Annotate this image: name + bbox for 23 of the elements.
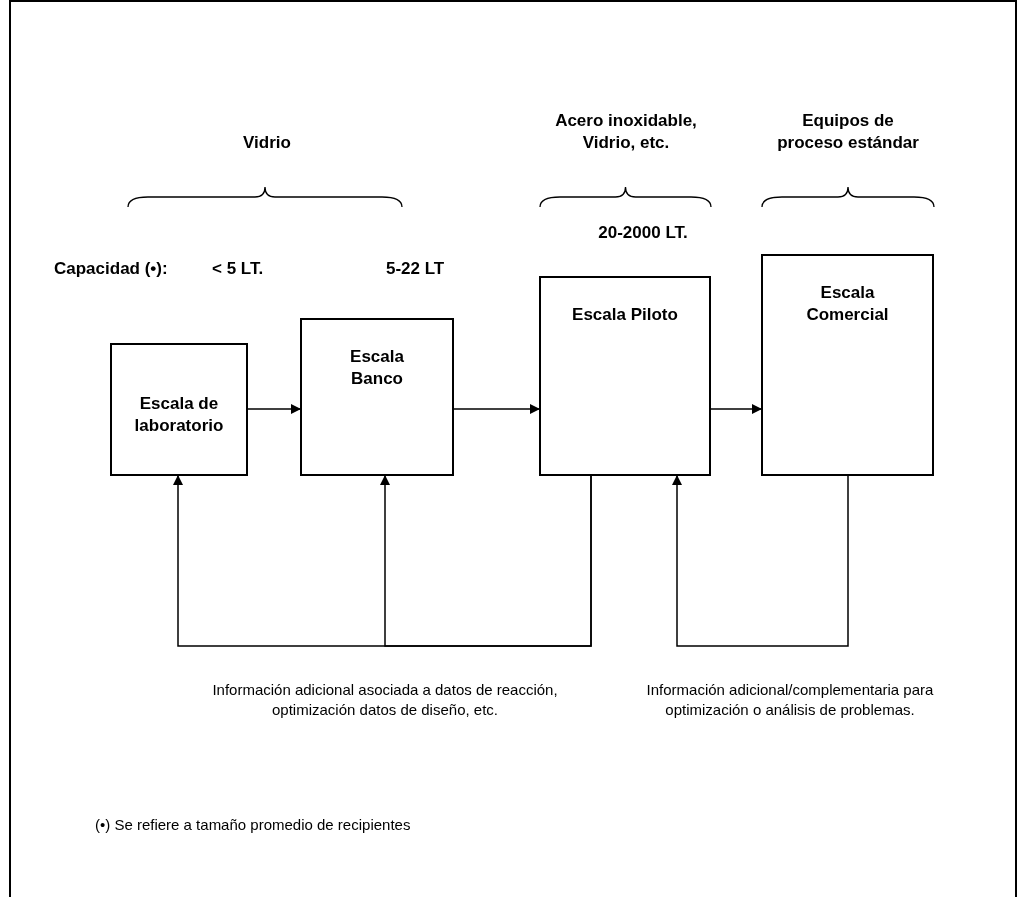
arrow xyxy=(453,404,540,414)
arrow xyxy=(672,475,849,647)
stage-label: Escala Banco xyxy=(349,346,405,390)
stage-label: Escala de laboratorio xyxy=(133,393,225,437)
note-text: (•) Se refiere a tamaño promedio de recipientes xyxy=(95,815,412,835)
material-label: < 5 LT. xyxy=(212,258,265,280)
note-text: Información adicional asociada a datos de reacción, optimización datos de diseño, etc. xyxy=(211,680,559,720)
material-label: 20-2000 LT. xyxy=(597,222,689,244)
stage-label: Escala Piloto xyxy=(572,304,678,326)
note-text: Información adicional/complementaria para optimización o análisis de problemas. xyxy=(645,680,935,720)
arrow xyxy=(710,404,762,414)
stage-box xyxy=(761,254,934,476)
stage-label: Escala Comercial xyxy=(805,282,890,326)
stage-box xyxy=(539,276,711,476)
arrow xyxy=(380,475,592,647)
stage-box xyxy=(300,318,454,476)
material-label: Capacidad (•): xyxy=(54,258,169,280)
material-label: 5-22 LT xyxy=(386,258,446,280)
material-label: Equipos de proceso estándar xyxy=(776,110,920,154)
arrow xyxy=(247,404,301,414)
material-label: Acero inoxidable, Vidrio, etc. xyxy=(554,110,698,154)
stage-box xyxy=(110,343,248,476)
material-label: Vidrio xyxy=(242,132,292,154)
